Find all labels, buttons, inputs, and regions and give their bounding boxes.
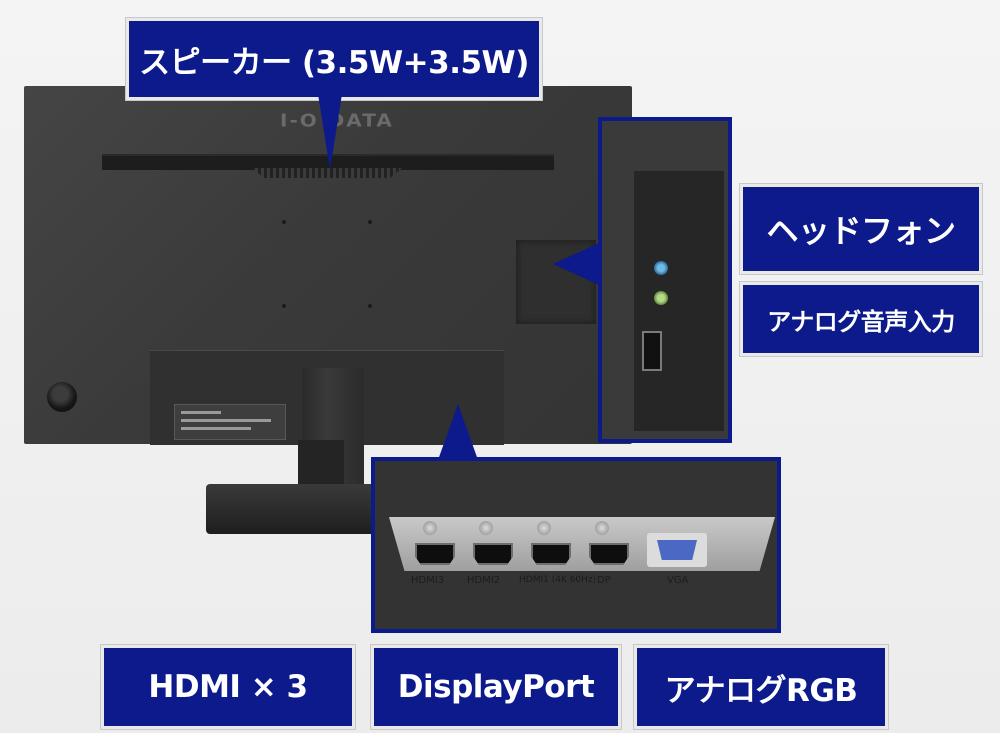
displayport-port-icon xyxy=(589,543,629,565)
speaker-label: スピーカー (3.5W+3.5W) xyxy=(126,18,542,100)
control-knob xyxy=(47,382,77,412)
port-screw xyxy=(595,521,609,535)
hdmi1-port-icon xyxy=(531,543,571,565)
vesa-screw xyxy=(282,304,286,308)
audio-in-jack-icon xyxy=(654,291,668,305)
analog-audio-label: アナログ音声入力 xyxy=(740,282,982,356)
analog-rgb-label: アナログRGB xyxy=(634,645,888,729)
displayport-label: DisplayPort xyxy=(371,645,621,729)
speaker-callout-arrow xyxy=(318,94,342,170)
port-text-dp: DP xyxy=(597,575,611,586)
usb-port-icon xyxy=(642,331,662,371)
hdmi3-port-icon xyxy=(415,543,455,565)
headphone-jack-icon xyxy=(654,261,668,275)
audio-panel xyxy=(634,171,724,431)
audio-callout-arrow xyxy=(553,242,601,286)
port-text-vga: VGA xyxy=(667,575,689,586)
port-text-hdmi3: HDMI3 xyxy=(411,575,445,586)
vesa-screw xyxy=(368,220,372,224)
port-text-hdmi2: HDMI2 xyxy=(467,575,501,586)
vesa-screw xyxy=(282,220,286,224)
video-ports-inset: HDMI3 HDMI2 HDMI1 (4K 60Hz) DP VGA xyxy=(371,457,781,633)
stand-base xyxy=(206,484,384,534)
speaker-grille xyxy=(252,168,402,178)
audio-ports-inset xyxy=(598,117,732,443)
port-text-hdmi1: HDMI1 (4K 60Hz) xyxy=(519,575,597,585)
ports-callout-arrow xyxy=(438,404,478,460)
port-screw xyxy=(423,521,437,535)
headphone-label: ヘッドフォン xyxy=(740,184,982,274)
stand-lower xyxy=(298,440,344,490)
hdmi-label: HDMI × 3 xyxy=(101,645,355,729)
port-screw xyxy=(537,521,551,535)
rating-label xyxy=(174,404,286,440)
vga-port-icon xyxy=(647,533,707,567)
vesa-screw xyxy=(368,304,372,308)
hdmi2-port-icon xyxy=(473,543,513,565)
port-screw xyxy=(479,521,493,535)
